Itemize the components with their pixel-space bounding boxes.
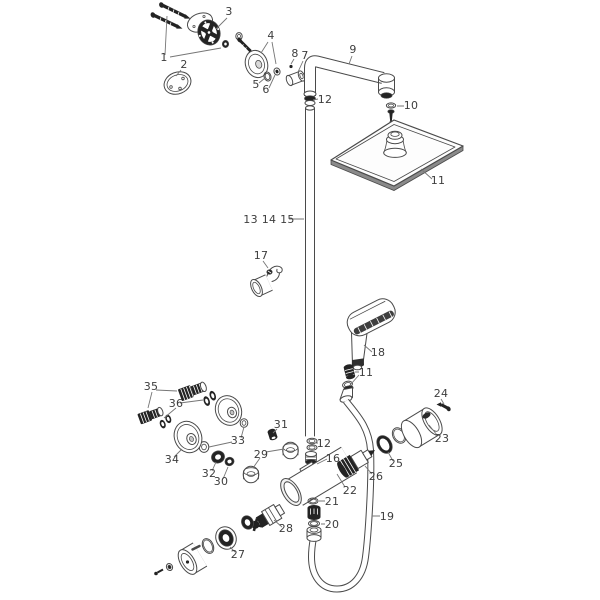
fixing-screws — [150, 2, 191, 29]
callout-label-30: 30 — [214, 475, 229, 488]
union-nut-lower — [242, 465, 260, 484]
callout-label-20: 20 — [325, 518, 340, 531]
knob-o-ring — [201, 538, 215, 554]
callout-label-2: 2 — [180, 58, 187, 71]
callout-label-4: 4 — [267, 29, 274, 42]
callout-label-19: 19 — [380, 510, 395, 523]
callout-label-23: 23 — [435, 432, 450, 445]
callout-label-12-top: 12 — [318, 93, 333, 106]
callout-label-29: 29 — [254, 448, 269, 461]
callout-label-36: 36 — [169, 397, 184, 410]
callout-label-1: 1 — [160, 51, 167, 64]
callout-label-11: 11 — [431, 174, 446, 187]
shower-arm — [304, 55, 395, 99]
wall-plate — [163, 71, 192, 95]
callout-label-16: 16 — [326, 452, 341, 465]
callout-label-33: 33 — [231, 434, 246, 447]
callout-label-13-14-15: 13 14 15 — [243, 213, 294, 226]
callout-label-17: 17 — [254, 249, 269, 262]
escutcheon — [244, 49, 269, 79]
callout-label-34: 34 — [165, 453, 180, 466]
bracket-nut — [221, 40, 230, 48]
callout-label-9: 9 — [349, 43, 356, 56]
connection-nipple — [285, 70, 306, 87]
bushing — [267, 428, 278, 441]
check-valve — [343, 364, 356, 380]
callout-label-27: 27 — [231, 548, 246, 561]
overhead-shower — [330, 119, 464, 191]
callout-label-28: 28 — [279, 522, 294, 535]
small-nut-right — [239, 418, 249, 428]
outlet-aerator — [306, 505, 322, 542]
callout-label-8: 8 — [291, 47, 298, 60]
adapter — [215, 526, 237, 550]
callout-leader-lines — [147, 15, 445, 553]
adapter-ring-dark — [241, 515, 254, 530]
small-nut-left — [198, 441, 210, 453]
wall-escutcheon-upper — [214, 395, 243, 426]
callout-label-22: 22 — [343, 484, 358, 497]
callout-label-3: 3 — [225, 5, 232, 18]
seal-rings-upper — [203, 390, 217, 406]
outlet-o-ring — [307, 497, 319, 505]
callout-label-25: 25 — [389, 457, 404, 470]
thermostat-cartridge — [337, 449, 376, 478]
knob-screw-plug — [154, 562, 174, 576]
callout-label-11-hand: 11 — [359, 366, 374, 379]
callout-label-32: 32 — [202, 467, 217, 480]
s-union-lower — [137, 406, 164, 425]
callout-label-35: 35 — [144, 380, 159, 393]
callout-label-24: 24 — [434, 387, 449, 400]
callout-label-7: 7 — [301, 49, 308, 62]
arm-seal-set — [303, 90, 317, 106]
callout-label-5: 5 — [252, 78, 259, 91]
nut-6 — [273, 67, 281, 76]
knurled-ring — [211, 450, 225, 464]
shut-off-knob — [177, 542, 208, 575]
callout-label-31: 31 — [274, 418, 289, 431]
shower-hose — [307, 398, 375, 593]
o-ring-5 — [263, 71, 272, 82]
seal-rings-lower — [159, 414, 172, 429]
callout-label-26: 26 — [369, 470, 384, 483]
callout-label-21: 21 — [325, 495, 340, 508]
shower-holder — [250, 265, 283, 298]
callout-label-6: 6 — [262, 83, 269, 96]
set-screw — [289, 64, 293, 69]
callout-label-10: 10 — [404, 99, 419, 112]
callout-label-12-lower: 12 — [317, 437, 332, 450]
reducer — [224, 456, 235, 467]
s-union-upper — [178, 381, 207, 401]
callout-label-18: 18 — [371, 346, 386, 359]
wall-escutcheon-lower — [173, 420, 203, 454]
riser-pipe — [305, 105, 315, 437]
temperature-handle — [400, 407, 443, 449]
union-nut-upper — [282, 441, 299, 460]
handle-screw — [436, 402, 451, 412]
mounting-bracket — [197, 19, 221, 46]
pipe-seal-set — [306, 437, 318, 451]
